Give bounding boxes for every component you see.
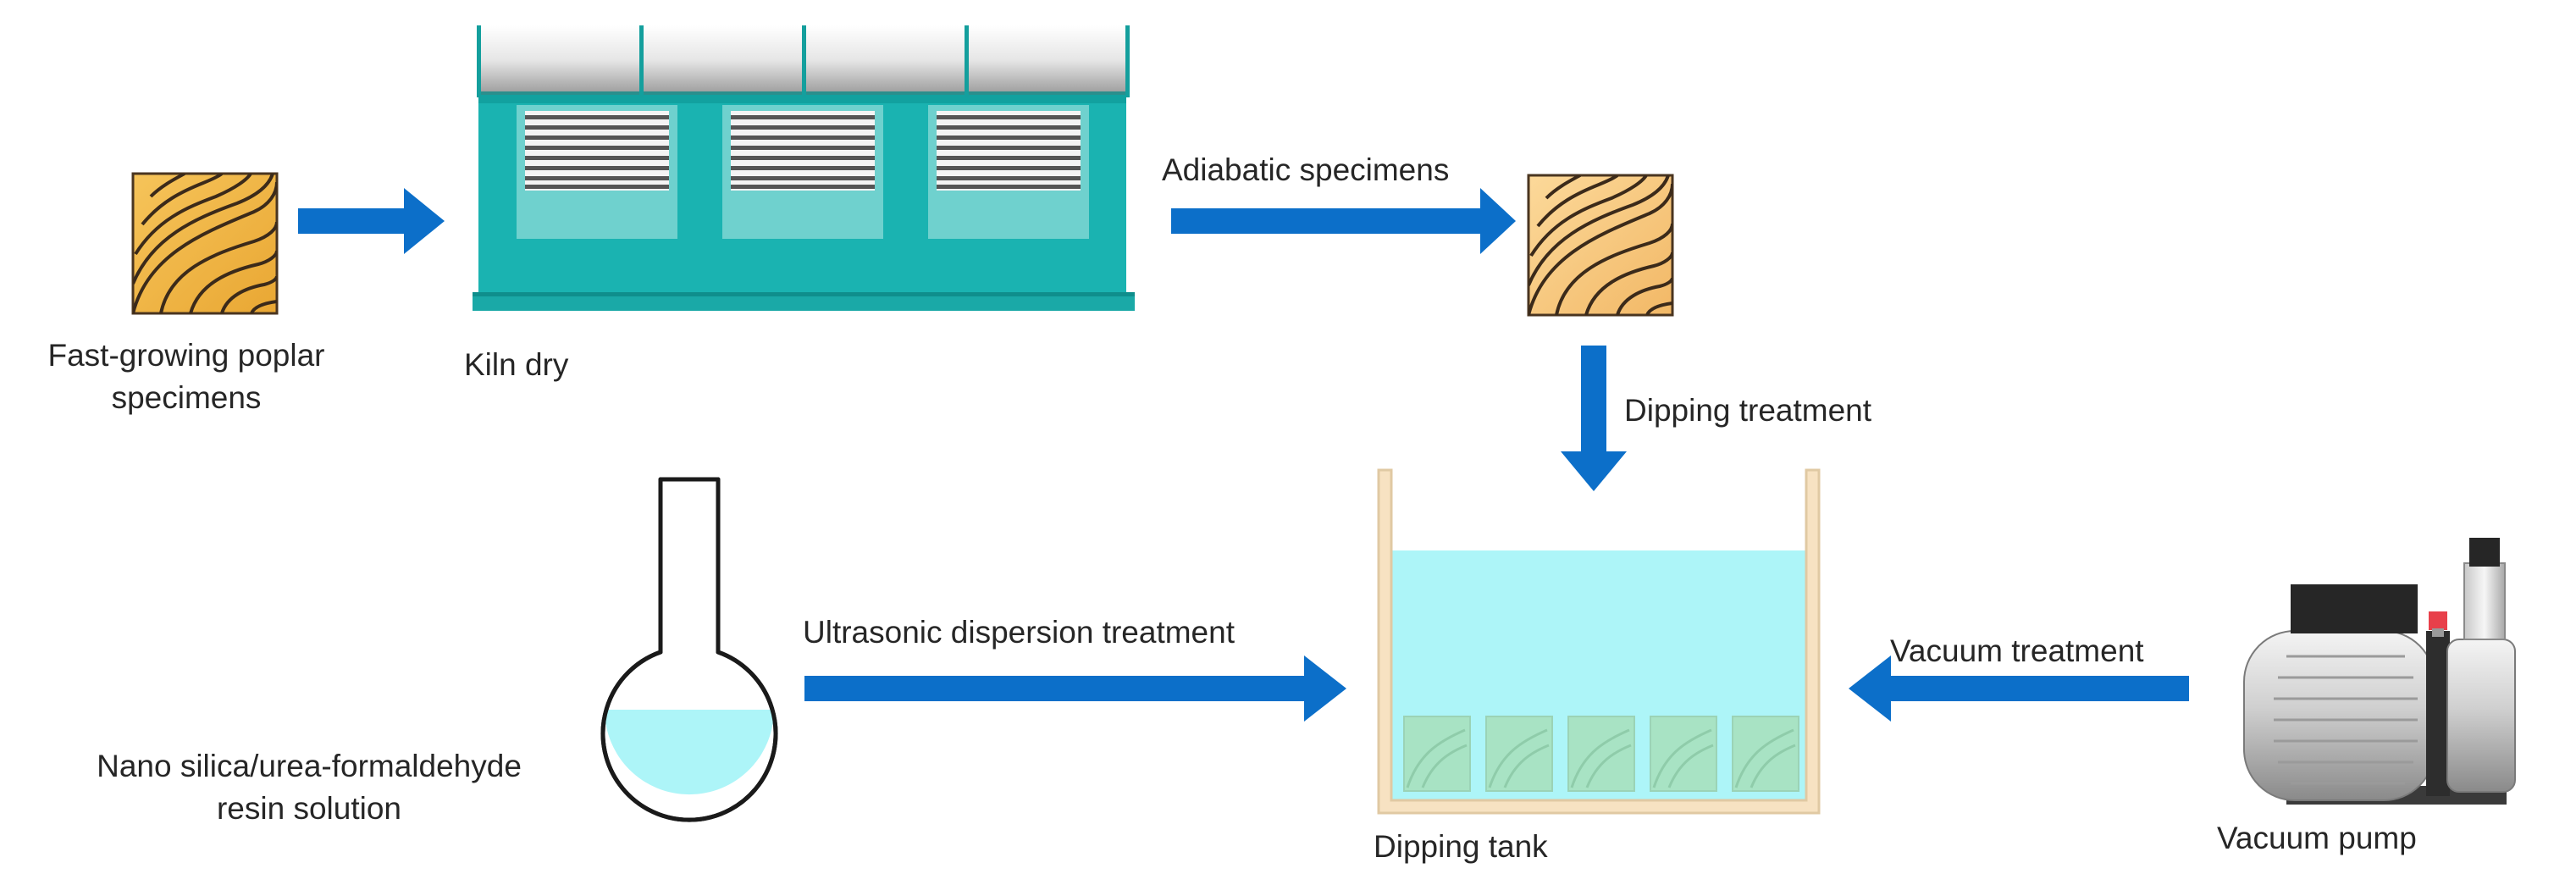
vacuum-pump-label: Vacuum pump (2217, 821, 2417, 855)
vacuum-pump-icon (2243, 538, 2516, 805)
ultrasonic-label: Ultrasonic dispersion treatment (803, 615, 1235, 650)
arrow-to-kiln (298, 188, 445, 254)
adiabatic-label: Adiabatic specimens (1162, 152, 1450, 187)
dipping-tank-label: Dipping tank (1374, 829, 1548, 864)
arrow-to-tank (1561, 346, 1627, 491)
kiln-icon (473, 25, 1135, 311)
vacuum-treatment-label: Vacuum treatment (1890, 633, 2144, 668)
solution-label-line2: resin solution (216, 791, 401, 826)
flask-icon (600, 477, 778, 822)
adiabatic-specimen-icon (1527, 174, 1674, 317)
solution-label-line1: Nano silica/urea-formaldehyde (97, 749, 522, 783)
poplar-label-line1: Fast-growing poplar (47, 338, 325, 373)
arrow-to-adiabatic (1171, 188, 1516, 254)
poplar-label-line2: specimens (111, 380, 262, 415)
dipping-tank-icon (1377, 468, 1821, 815)
kiln-vent-3 (928, 105, 1089, 239)
kiln-vent-2 (722, 105, 883, 239)
poplar-label: Fast-growing poplar specimens (17, 335, 356, 419)
arrow-ultrasonic (804, 655, 1346, 722)
arrow-vacuum (1849, 655, 2189, 722)
solution-label: Nano silica/urea-formaldehyde resin solu… (51, 745, 567, 830)
dipping-treatment-label: Dipping treatment (1624, 393, 1872, 428)
kiln-vent-1 (517, 105, 677, 239)
kiln-label: Kiln dry (464, 347, 569, 382)
poplar-specimen-icon (131, 172, 279, 315)
immersed-specimens (1403, 716, 1799, 792)
